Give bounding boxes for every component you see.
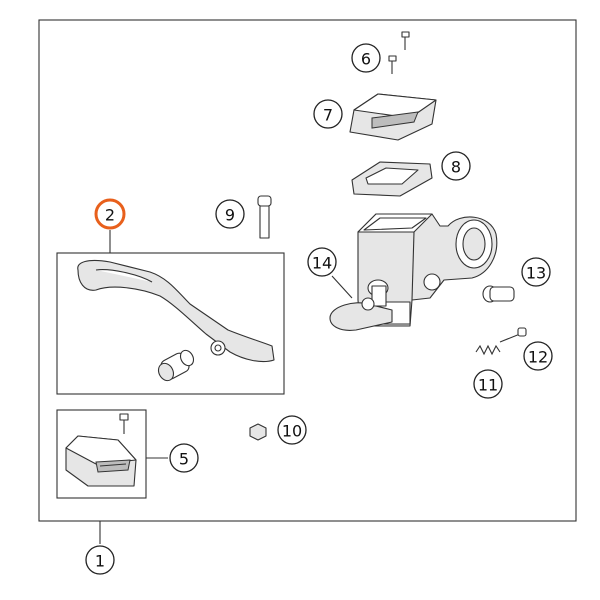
lever-pivot-bushing-part[interactable]	[156, 348, 196, 383]
lever-group-frame	[56, 252, 285, 395]
callout-5-label: 5	[179, 450, 189, 469]
callout-1-label: 1	[95, 552, 105, 571]
callout-12: 12	[523, 341, 553, 371]
callout-6-label: 6	[361, 50, 371, 69]
callout-10: 10	[277, 415, 307, 445]
callout-9-label: 9	[225, 206, 235, 225]
callout-11-label: 11	[478, 376, 498, 395]
pivot-bolt-part[interactable]	[257, 195, 272, 239]
callout-14-label: 14	[312, 254, 332, 273]
callout-2: 2	[94, 198, 126, 230]
callout-2-label: 2	[105, 206, 115, 225]
callout-10-label: 10	[282, 422, 302, 441]
lever-nut-part[interactable]	[249, 423, 267, 441]
reservoir-cover-part[interactable]	[65, 413, 137, 487]
callout-8: 8	[441, 151, 471, 181]
assembly-frame	[38, 19, 577, 522]
cover-group-frame	[56, 409, 147, 499]
callout-1: 1	[85, 545, 115, 575]
callout-12-label: 12	[528, 348, 548, 367]
callout-13: 13	[521, 257, 551, 287]
diaphragm-gasket-part[interactable]	[351, 161, 433, 197]
callout-6: 6	[351, 43, 381, 73]
callout-9: 9	[215, 199, 245, 229]
callout-11: 11	[473, 369, 503, 399]
callout-13-label: 13	[526, 264, 546, 283]
hand-lever-part[interactable]	[77, 259, 275, 363]
adjuster-screw-part[interactable]	[482, 285, 515, 303]
master-cylinder-body-part[interactable]	[357, 213, 498, 327]
leader-14	[331, 275, 353, 299]
callout-14: 14	[307, 247, 337, 277]
callout-8-label: 8	[451, 158, 461, 177]
callout-7-label: 7	[323, 106, 333, 125]
callout-5: 5	[169, 443, 199, 473]
cover-screw-part-upper[interactable]	[401, 31, 410, 50]
set-screw-part[interactable]	[499, 327, 527, 343]
cover-screw-part-lower[interactable]	[388, 55, 397, 74]
reservoir-lid-part[interactable]	[349, 93, 437, 141]
return-spring-part[interactable]	[475, 344, 501, 356]
callout-7: 7	[313, 99, 343, 129]
push-rod-part[interactable]	[329, 279, 393, 331]
